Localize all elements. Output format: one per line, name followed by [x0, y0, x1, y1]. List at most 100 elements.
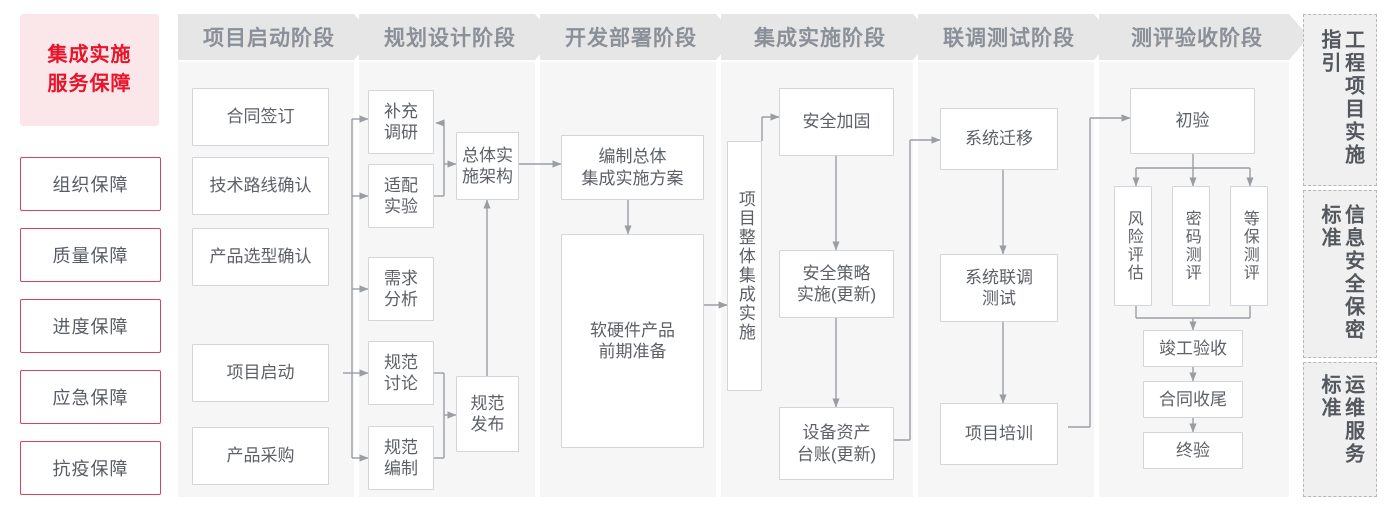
- node-label-line2: 发布: [470, 415, 505, 434]
- node-spec-drafting[interactable]: 规范 编制: [368, 426, 434, 490]
- node-security-policy-impl[interactable]: 安全策略 实施(更新): [779, 250, 894, 318]
- node-label-line1: 系统联调: [965, 267, 1033, 287]
- phase-header-joint-test[interactable]: 联调测试阶段: [918, 14, 1114, 60]
- node-final-acceptance[interactable]: 终验: [1143, 432, 1243, 469]
- node-label-line2: 编制: [384, 459, 418, 478]
- guarantee-label: 进度保障: [52, 317, 129, 337]
- standard-label: 信息安全保密标准: [1318, 204, 1364, 343]
- chevron-shape-icon: [540, 14, 736, 60]
- guarantee-item-0[interactable]: 组织保障: [20, 157, 161, 211]
- node-label-line1: 规范: [384, 352, 418, 372]
- node-system-migration[interactable]: 系统迁移: [940, 108, 1058, 170]
- node-security-hardening[interactable]: 安全加固: [779, 88, 894, 156]
- node-label: 密码测评: [1182, 210, 1200, 282]
- node-label: 产品采购: [226, 446, 295, 466]
- node-label: 系统迁移: [965, 129, 1033, 149]
- node-completion-acceptance[interactable]: 竣工验收: [1143, 330, 1243, 367]
- node-label-line1: 补充: [384, 101, 418, 121]
- node-adaptation-experiment[interactable]: 适配 实验: [368, 164, 434, 228]
- node-label-line2: 调研: [384, 123, 418, 142]
- standard-label: 运维服务标准: [1318, 373, 1364, 466]
- node-supplementary-research[interactable]: 补充 调研: [368, 90, 434, 154]
- node-label-line2: 台账(更新): [796, 444, 877, 464]
- node-label-line2: 分析: [384, 290, 418, 309]
- phase-header-label: 项目启动阶段: [203, 27, 335, 50]
- node-label-line1: 需求: [384, 268, 418, 288]
- node-label-line2: 前期准备: [598, 342, 667, 361]
- node-system-joint-debug-test[interactable]: 系统联调 测试: [940, 254, 1058, 322]
- node-label-line1: 软硬件产品: [590, 320, 675, 340]
- node-spec-release[interactable]: 规范 发布: [456, 376, 519, 452]
- node-label: 技术路线确认: [209, 176, 312, 196]
- chevron-shape-icon: [918, 14, 1114, 60]
- node-label-line1: 规范: [470, 393, 505, 413]
- phase-header-dev[interactable]: 开发部署阶段: [540, 14, 736, 60]
- phase-header-label: 集成实施阶段: [754, 27, 886, 50]
- node-tech-route-confirm[interactable]: 技术路线确认: [192, 157, 329, 215]
- node-risk-assessment[interactable]: 风险评估: [1114, 186, 1152, 306]
- node-label: 产品选型确认: [209, 247, 312, 267]
- standard-label: 工程项目实施指引: [1318, 28, 1364, 167]
- chevron-shape-icon: [178, 14, 374, 60]
- guarantee-item-2[interactable]: 进度保障: [20, 299, 161, 353]
- node-label: 项目启动: [226, 363, 295, 383]
- node-crypto-evaluation[interactable]: 密码测评: [1172, 186, 1210, 306]
- node-label-line1: 编制总体: [598, 147, 667, 167]
- node-label-line1: 安全策略: [802, 263, 871, 283]
- lead-title-box: 集成实施 服务保障: [20, 14, 159, 126]
- phase-header-label: 开发部署阶段: [565, 27, 697, 50]
- phase-header-label: 规划设计阶段: [384, 27, 516, 50]
- guarantee-item-1[interactable]: 质量保障: [20, 228, 161, 282]
- node-product-selection-confirm[interactable]: 产品选型确认: [192, 228, 329, 286]
- node-label-line1: 设备资产: [802, 423, 871, 443]
- node-label-line2: 施架构: [462, 167, 513, 186]
- guarantee-item-4[interactable]: 抗疫保障: [20, 441, 161, 495]
- lead-title-line1: 集成实施: [47, 44, 132, 66]
- standard-infosec-confidentiality[interactable]: 信息安全保密标准: [1303, 190, 1377, 358]
- node-label: 安全加固: [802, 112, 871, 132]
- node-label-line1: 规范: [384, 437, 418, 457]
- standard-engineering-guideline[interactable]: 工程项目实施指引: [1303, 14, 1377, 186]
- node-contract-signing[interactable]: 合同签订: [192, 88, 329, 146]
- node-label-line2: 实施(更新): [796, 285, 877, 304]
- node-draft-overall-integration-plan[interactable]: 编制总体 集成实施方案: [561, 135, 704, 200]
- phase-header-startup[interactable]: 项目启动阶段: [178, 14, 374, 60]
- node-contract-closeout[interactable]: 合同收尾: [1143, 381, 1243, 418]
- node-label-line1: 总体实: [462, 145, 513, 165]
- node-label-line2: 集成实施方案: [581, 168, 684, 188]
- node-label: 初验: [1175, 111, 1210, 131]
- node-asset-ledger-update[interactable]: 设备资产 台账(更新): [779, 407, 894, 480]
- guarantee-label: 质量保障: [52, 246, 129, 266]
- lead-title-line2: 服务保障: [47, 73, 132, 95]
- node-label: 竣工验收: [1159, 338, 1227, 358]
- node-label-line2: 讨论: [384, 374, 418, 393]
- phase-header-label: 联调测试阶段: [943, 27, 1075, 50]
- phase-header-integration[interactable]: 集成实施阶段: [721, 14, 933, 60]
- node-project-training[interactable]: 项目培训: [940, 403, 1058, 465]
- node-requirement-analysis[interactable]: 需求 分析: [368, 257, 434, 321]
- node-label: 合同收尾: [1159, 389, 1227, 409]
- node-hw-sw-preparation[interactable]: 软硬件产品 前期准备: [561, 234, 704, 448]
- node-preliminary-acceptance[interactable]: 初验: [1130, 88, 1255, 154]
- guarantee-label: 应急保障: [52, 388, 129, 408]
- node-label-line1: 适配: [384, 175, 418, 195]
- node-overall-project-integration[interactable]: 项目整体集成实施: [727, 141, 762, 391]
- node-label: 项目整体集成实施: [735, 190, 755, 342]
- node-project-kickoff[interactable]: 项目启动: [192, 344, 329, 402]
- node-label-line2: 测试: [982, 289, 1016, 308]
- guarantee-label: 组织保障: [52, 175, 129, 195]
- phase-header-planning[interactable]: 规划设计阶段: [359, 14, 555, 60]
- node-label-line2: 实验: [384, 197, 418, 216]
- node-mlps-evaluation[interactable]: 等保测评: [1230, 186, 1268, 306]
- guarantee-item-3[interactable]: 应急保障: [20, 370, 161, 424]
- chevron-shape-icon: [1099, 14, 1309, 60]
- standard-ops-service[interactable]: 运维服务标准: [1303, 362, 1377, 497]
- phase-header-acceptance[interactable]: 测评验收阶段: [1099, 14, 1309, 60]
- node-spec-discussion[interactable]: 规范 讨论: [368, 341, 434, 405]
- guarantee-label: 抗疫保障: [52, 459, 129, 479]
- node-overall-impl-architecture[interactable]: 总体实 施架构: [456, 132, 519, 200]
- node-label: 合同签订: [226, 107, 295, 127]
- node-product-procurement[interactable]: 产品采购: [192, 427, 329, 485]
- node-label: 风险评估: [1124, 210, 1142, 282]
- node-label: 终验: [1176, 440, 1210, 460]
